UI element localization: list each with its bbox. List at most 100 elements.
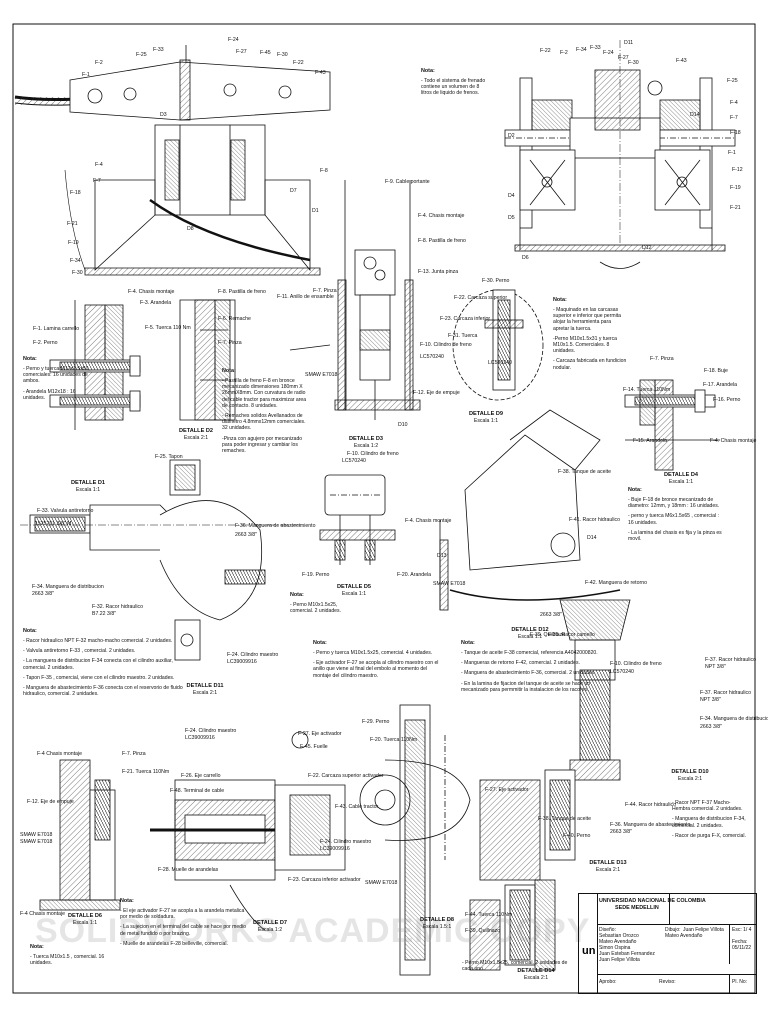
scale-value: Esc: 1/ 4 xyxy=(732,927,752,933)
note-title-n_top: Nota: xyxy=(421,68,435,74)
callout-d1-4: F-2. Perno xyxy=(33,340,58,346)
note-line: - Perno M10x1.5x25, comercial. 2 unidade… xyxy=(290,602,341,615)
note-title-n_d12: Nota: xyxy=(461,640,475,646)
callout-d10-2: F-37. Racor hidraulico xyxy=(705,657,757,663)
callout-d5-1: LC570240 xyxy=(342,458,366,464)
callout-d12-2: D13 xyxy=(437,553,447,559)
callout-d7-10: LC39009916 xyxy=(320,846,350,852)
callout-d9-1: F-22. Carcaza superior xyxy=(454,295,508,301)
callout-top_right-11: F-7 xyxy=(730,115,738,121)
callout-d3-5: F-11. Anillo de ensamble xyxy=(277,294,334,300)
note-title-n_d1: Nota: xyxy=(23,356,37,362)
callout-d11-3: F-36. Manguera de abastecimiento xyxy=(235,523,316,529)
callout-top_left-10: F-4 xyxy=(95,162,103,168)
callout-top_right-5: F-24 xyxy=(603,50,614,56)
callout-d10-4: F-37. Racor hidraulico xyxy=(700,690,752,696)
detail-d11 xyxy=(20,459,300,661)
note-title-n_d5: Nota: xyxy=(290,592,304,598)
drawer-label: Dibujo: xyxy=(665,927,681,933)
callout-d7-7: F-22. Carcaza superior activador xyxy=(308,773,384,779)
callout-d8-1: F-20. Tuerca 110Nm xyxy=(370,737,418,743)
note-line: - Muelle de arandelas F-28 belleville, c… xyxy=(120,940,228,947)
callout-top_right-8: F-43 xyxy=(676,58,687,64)
callout-d11-8: B7.22 3/8" xyxy=(92,611,117,617)
drawer-name-2: Mateo Avendaño xyxy=(665,933,703,939)
note-line: - Buje F-18 de bronce mecanizado de diam… xyxy=(628,497,720,510)
detail-d14 xyxy=(469,879,556,971)
detail-d7 xyxy=(150,731,346,931)
callout-d2-2: F-7. Pinza xyxy=(218,340,242,346)
note-line: - Perno M10x1.5x25, comercial. 2 unidade… xyxy=(462,960,568,973)
callout-d7-5: F-27. Eje activador xyxy=(298,731,342,737)
un-logo: un xyxy=(579,894,598,993)
watermark: SOLIDWORKS ACADEMIC COPY xyxy=(35,912,591,950)
callout-d4-5: F-15. Arandela xyxy=(633,438,668,444)
note-line: - Tapon F-35 , comercial, viene con el c… xyxy=(23,674,175,681)
callout-top_left-9: F-1 xyxy=(82,72,90,78)
callout-top_right-1: F-22 xyxy=(540,48,551,54)
callout-d3-10: D10 xyxy=(398,422,408,428)
callout-d10-1: LC570240 xyxy=(610,669,634,675)
callout-d6-2: F-21. Tuerca 110Nm xyxy=(122,769,170,775)
note-title-n_d9: Nota: xyxy=(553,297,567,303)
callout-d8-0: F-29. Perno xyxy=(362,719,390,725)
callout-d10-5: NPT 3/8" xyxy=(700,697,721,703)
note-line: - Todo el sistema de frenado contiene un… xyxy=(421,78,486,97)
note-line: - Manguera de abastecimiento F-36 conect… xyxy=(23,685,183,698)
note-line: - Racor NPT F-37 Macho-Hembra comercial.… xyxy=(672,800,743,813)
callout-d3-1: F-4. Chasis montaje xyxy=(418,213,465,219)
note-n_mid: - Perno y tuerca M10x1.5x25, comercial. … xyxy=(313,650,443,683)
callout-d12-4: SMAW E7018 xyxy=(433,581,466,587)
callout-top_left-12: F-18 xyxy=(70,190,81,196)
detail-d8 xyxy=(359,704,471,976)
note-line: - El eje activador F-27 se acopla a la a… xyxy=(120,908,245,921)
designer-name: Mateo Avendaño xyxy=(599,939,637,945)
callout-top_right-18: D4 xyxy=(508,193,515,199)
callout-top_right-20: D6 xyxy=(522,255,529,261)
note-title-n_d7: Nota: xyxy=(120,898,134,904)
note-line: - Perno y tuerca M12x1.5x50, comerciales… xyxy=(23,366,90,385)
callout-d11-4: 2663 3/8" xyxy=(235,532,258,538)
callout-d14-0: F-44. Tuerca 110Nm xyxy=(465,912,513,918)
note-title-n_d4: Nota: xyxy=(628,487,642,493)
callout-top_left-5: F-25 xyxy=(136,52,147,58)
callout-d12-5: F-42. Manguera de retorno xyxy=(585,580,647,586)
detail-d2 xyxy=(179,299,236,421)
callout-d5-0: F-10. Cilindro de freno xyxy=(347,451,399,457)
callout-top_left-15: F-34 xyxy=(70,258,81,264)
note-line: - Valvula antiretorno F-33 , comercial. … xyxy=(23,648,136,655)
approved-label: Aprobo: xyxy=(599,979,617,985)
callout-d11-1: F-33. Valvula antiretorno xyxy=(37,508,94,514)
callout-top_right-6: F-27 xyxy=(618,55,629,61)
callout-top_left-16: F-30 xyxy=(72,270,83,276)
callout-top_left-20: D3 xyxy=(160,112,167,118)
callout-d3-2: F-8. Pastilla de freno xyxy=(418,238,466,244)
note-line: -Pinza con agujero por mecanizado para p… xyxy=(222,435,303,455)
callout-top_right-7: F-30 xyxy=(628,60,639,66)
callout-d7-9: F-24. Cilindro maestro xyxy=(320,839,372,845)
callout-d7-0: F-24. Cilindro maestro xyxy=(185,728,237,734)
drawer-name: Juan Felipe Villota xyxy=(683,927,724,933)
callout-d5-4: F-20. Arandela xyxy=(397,572,432,578)
callout-d3-7: LC570240 xyxy=(420,354,444,360)
detail-d9 xyxy=(452,289,544,401)
callout-d13-2: F-44. Racor hidraulico xyxy=(625,802,677,808)
callout-d6-1: F-7. Pinza xyxy=(122,751,146,757)
callout-d7-11: F-23. Carcaza inferior activador xyxy=(288,877,361,883)
callout-top_left-18: D7 xyxy=(290,188,297,194)
callout-d12-3: D14 xyxy=(587,535,597,541)
callout-top_left-11: F-7 xyxy=(93,178,101,184)
callout-d13-1: F-40. Perno xyxy=(563,833,591,839)
callout-top_left-13: F-21 xyxy=(67,221,78,227)
callout-d14-1: F-39. Quillnazo xyxy=(465,928,501,934)
